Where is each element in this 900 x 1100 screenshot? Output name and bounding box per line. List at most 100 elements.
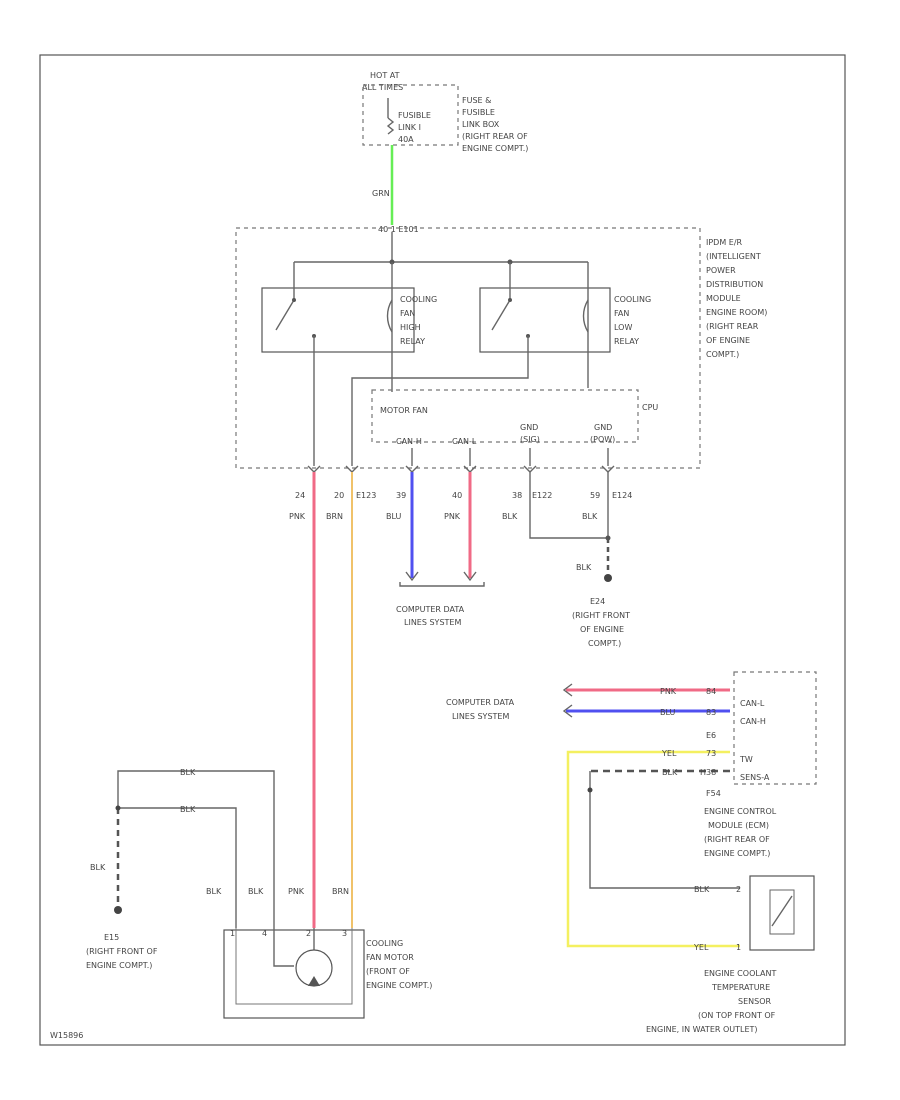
motor-pin-3: 3 <box>342 929 347 938</box>
low-relay-label-4: RELAY <box>614 337 639 346</box>
ecm-label: ENGINE CONTROL MODULE (ECM) (RIGHT REAR … <box>704 807 777 858</box>
low-relay-contact <box>508 298 512 302</box>
ipdm-feed-pin: 40 1 E101 <box>378 225 419 234</box>
ecm-blk-junction <box>587 787 593 793</box>
cpu-term-can-l: CAN-L <box>452 437 477 446</box>
pin-mark-38 <box>523 465 537 473</box>
pin-38-conn: E122 <box>532 491 552 500</box>
diagram-frame <box>39 54 846 1046</box>
pin-20-num: 20 <box>334 491 344 500</box>
pin-24-color: PNK <box>289 512 306 521</box>
pin-38-color: BLK <box>502 512 518 521</box>
high-relay-contact <box>292 298 296 302</box>
high-relay-switch <box>275 299 295 331</box>
source-label-1: HOT AT <box>370 71 400 80</box>
fan-motor-m-mark <box>308 976 320 986</box>
motor-gnd-junction <box>115 805 121 811</box>
ecm-conn-e6: E6 <box>706 731 716 740</box>
high-relay-label: COOLING FAN HIGH RELAY <box>400 295 437 346</box>
motor-label: COOLING FAN MOTOR (FRONT OF ENGINE COMPT… <box>366 939 432 990</box>
ecm-term-can-h: CAN-H <box>740 717 766 726</box>
high-relay-coil <box>386 299 393 333</box>
ground-e24-symbol <box>604 574 612 582</box>
ground-e15-l2: ENGINE COMPT.) <box>86 961 152 970</box>
cpu-term-gnd-pow-2: (POW) <box>590 435 615 444</box>
can-bracket <box>399 582 485 587</box>
ect-label-5: ENGINE, IN WATER OUTLET) <box>646 1025 758 1034</box>
pin-mark-20 <box>345 465 359 473</box>
motor-fan-label: MOTOR FAN <box>380 406 428 415</box>
ect-wire1-color: BLK <box>694 885 710 894</box>
ect-label-1: ENGINE COOLANT <box>704 969 776 978</box>
fuse-box-label-4: (RIGHT REAR OF <box>462 132 528 141</box>
ipdm-label: IPDM E/R (INTELLIGENT POWER DISTRIBUTION… <box>706 238 767 359</box>
ecm-label-4: ENGINE COMPT.) <box>704 849 770 858</box>
power-source: HOT AT ALL TIMES <box>362 71 403 92</box>
pin-39-color: BLU <box>386 512 402 521</box>
cpu-box <box>371 389 639 443</box>
ecm-term-can-l: CAN-L <box>740 699 765 708</box>
pin-59-color: BLK <box>582 512 598 521</box>
ipdm-label-4: DISTRIBUTION <box>706 280 763 289</box>
low-relay-label-3: LOW <box>614 323 632 332</box>
motor-label-2: FAN MOTOR <box>366 953 414 962</box>
ect-label: ENGINE COOLANT TEMPERATURE SENSOR (ON TO… <box>646 969 776 1034</box>
motor-label-3: (FRONT OF <box>366 967 410 976</box>
motor-wire-blk-2 <box>118 807 237 928</box>
ect-wire2-pin: 1 <box>736 943 741 952</box>
ground-e24-wire: BLK <box>576 563 592 572</box>
fuse-label-1: FUSIBLE <box>398 111 431 120</box>
motor-internal-lead-1 <box>273 928 294 967</box>
fuse-box-label: FUSE & FUSIBLE LINK BOX (RIGHT REAR OF E… <box>462 96 528 153</box>
ecm-wire2-pin: 83 <box>706 708 716 717</box>
can-label-2: LINES SYSTEM <box>404 618 461 627</box>
ipdm-label-1: IPDM E/R <box>706 238 743 247</box>
ecm-label-2: MODULE (ECM) <box>708 821 769 830</box>
ground-e24-l1: (RIGHT FRONT <box>572 611 630 620</box>
ecm-can-label-2: LINES SYSTEM <box>452 712 509 721</box>
ground-e24-l3: COMPT.) <box>588 639 621 648</box>
ecm-wire3-color: YEL <box>661 749 677 758</box>
motor-wire-blk-1 <box>117 770 275 928</box>
motor-label-1: COOLING <box>366 939 403 948</box>
ecm-arrow-can-l <box>562 683 573 697</box>
document-id: W15896 <box>50 1031 83 1040</box>
fuse-box-label-1: FUSE & <box>462 96 491 105</box>
ecm-wire3-pin: 73 <box>706 749 716 758</box>
high-relay-label-2: FAN <box>400 309 415 318</box>
fuse-label-3: 40A <box>398 135 414 144</box>
ect-wire1-pin: 2 <box>736 885 741 894</box>
source-label-2: ALL TIMES <box>362 83 403 92</box>
ipdm-label-8: OF ENGINE <box>706 336 750 345</box>
pin-38-num: 38 <box>512 491 522 500</box>
ecm-wire1-color: PNK <box>660 687 677 696</box>
ect-sensor-thermistor <box>771 895 793 927</box>
pin-24-num: 24 <box>295 491 305 500</box>
low-relay-coil <box>582 299 589 333</box>
ipdm-label-2: (INTELLIGENT <box>706 252 761 261</box>
fuse-box <box>362 84 459 146</box>
motor-wire-label-1: BLK <box>206 887 222 896</box>
pin-40-num: 40 <box>452 491 462 500</box>
ect-label-2: TEMPERATURE <box>711 983 770 992</box>
ecm-label-1: ENGINE CONTROL <box>704 807 777 816</box>
fuse-box-label-2: FUSIBLE <box>462 108 495 117</box>
cooling-fan-motor-box <box>223 929 365 1019</box>
ecm-wire1-pin: 84 <box>706 687 716 696</box>
pin-40-color: PNK <box>444 512 461 521</box>
motor-pin-1: 1 <box>230 929 235 938</box>
pin-mark-39 <box>405 465 419 473</box>
low-relay-switch <box>491 299 511 331</box>
ecm-wire-yel <box>566 750 740 948</box>
motor-internal-loop <box>235 928 353 1005</box>
pin-mark-59 <box>601 465 615 473</box>
cpu-term-gnd-pow-1: GND <box>594 423 612 432</box>
ect-sensor-box <box>749 875 815 951</box>
motor-wire-label-3: PNK <box>288 887 305 896</box>
low-relay-output <box>351 336 529 466</box>
motor-wire-label-2: BLK <box>248 887 264 896</box>
ect-label-3: SENSOR <box>738 997 771 1006</box>
ground-e15-wire: BLK <box>90 863 106 872</box>
